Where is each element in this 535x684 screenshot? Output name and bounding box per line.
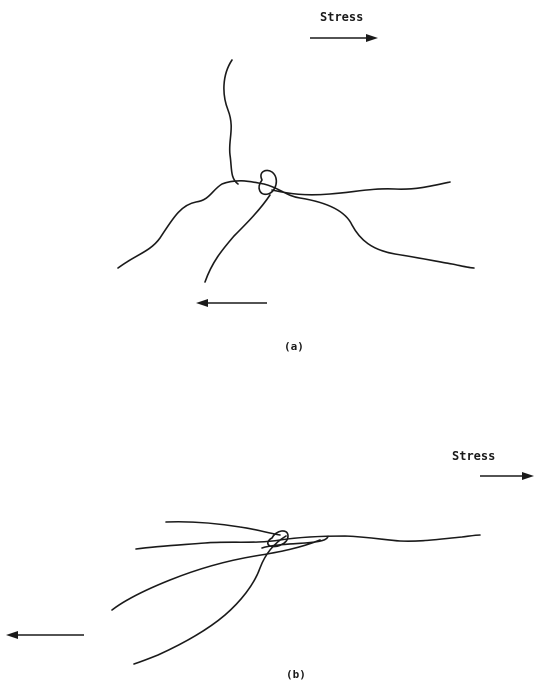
stress-arrow-right-a (310, 34, 378, 42)
panel-a (118, 34, 474, 307)
panel-b (6, 472, 534, 664)
chain-b-4 (112, 540, 320, 610)
chain-a-4 (205, 195, 270, 282)
stress-arrow-right-b (480, 472, 534, 480)
stress-label-b: Stress (452, 449, 495, 463)
chain-a-3 (272, 182, 450, 195)
stress-label-a: Stress (320, 10, 363, 24)
entanglement-loop-a (259, 170, 276, 194)
stress-arrow-left-a (196, 299, 267, 307)
chain-b-1 (166, 522, 280, 535)
stress-arrow-left-b (6, 631, 84, 639)
chain-a-1 (224, 60, 238, 184)
caption-a: (a) (284, 340, 304, 353)
caption-b: (b) (286, 668, 306, 681)
